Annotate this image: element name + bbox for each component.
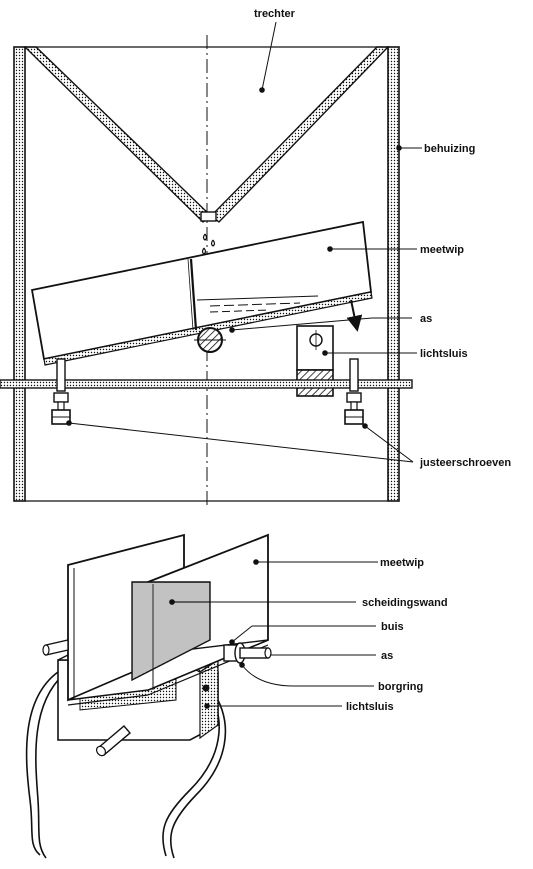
light-gate-sensor: [202, 684, 210, 692]
light-gate-plate: [296, 325, 334, 371]
bottom-leader-lines: [169, 559, 378, 709]
bottom-figure: meetwip scheidingswand buis as borgring …: [25, 533, 448, 859]
label-scheidingswand: scheidingswand: [362, 597, 448, 609]
label-as-bottom: as: [381, 650, 393, 662]
axle-shaft: [239, 647, 269, 659]
label-meetwip-bottom: meetwip: [380, 557, 424, 569]
tipping-bucket-divider: [189, 258, 198, 331]
tilt-arrow: [346, 299, 363, 332]
water-dash-2: [209, 309, 271, 313]
label-buis: buis: [381, 621, 404, 633]
top-leader-lines: [66, 21, 422, 463]
crossbar: [0, 379, 413, 389]
funnel-left-side: [23, 46, 213, 223]
crossbar-bar: [0, 379, 413, 389]
pivot-axis: [194, 327, 226, 353]
adjusting-screw-left: [51, 358, 71, 425]
funnel-right-side: [209, 46, 390, 223]
funnel: [23, 46, 390, 223]
label-borgring: borgring: [378, 681, 423, 693]
adjusting-screw-right: [344, 358, 364, 425]
top-figure: trechter behuizing meetwip as lichtsluis…: [0, 8, 511, 505]
axle-right: [223, 642, 272, 664]
bucket-partition: [131, 581, 211, 682]
housing-left-wall: [13, 46, 26, 502]
tipping-bucket-divider-inner: [187, 258, 194, 331]
funnel-outlet: [200, 211, 217, 222]
label-as-top: as: [420, 313, 432, 325]
housing: [13, 46, 400, 502]
water-surface: [196, 295, 319, 301]
bucket-3d: [67, 533, 269, 706]
label-meetwip-top: meetwip: [420, 244, 464, 256]
label-behuizing: behuizing: [424, 143, 475, 155]
label-lichtsluis-top: lichtsluis: [420, 348, 468, 360]
housing-right-wall: [387, 46, 400, 502]
label-trechter: trechter: [254, 8, 296, 20]
water-dash-1: [209, 302, 301, 307]
axle-left: [42, 639, 69, 656]
label-lichtsluis-bottom: lichtsluis: [346, 701, 394, 713]
label-justeerschroeven: justeerschroeven: [419, 457, 511, 469]
light-gate: [296, 325, 334, 397]
